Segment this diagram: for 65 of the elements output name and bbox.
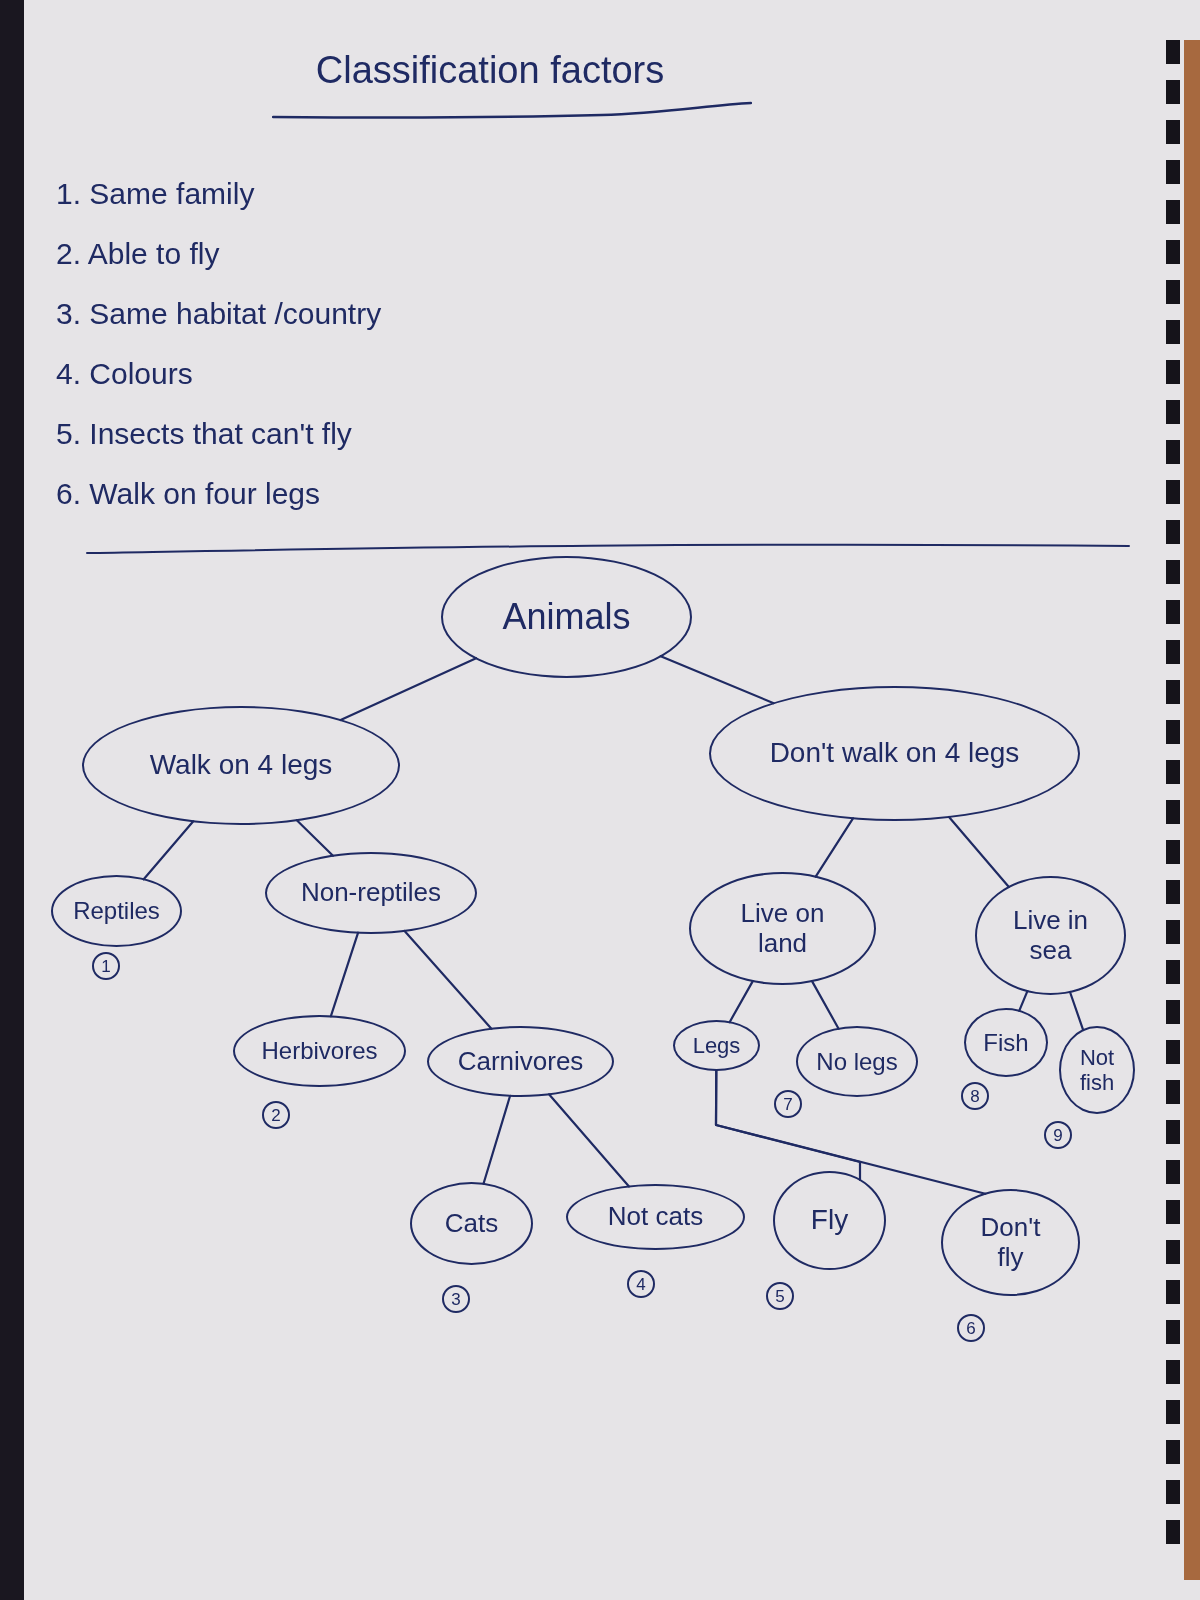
circled-number: 5 [766,1282,794,1310]
node-label: Not fish [1078,1044,1116,1096]
node-label: Fly [810,1204,849,1237]
node-label: Non-reptiles [300,878,442,908]
connector-line [339,657,478,722]
node-label: Walk on 4 legs [149,749,333,782]
ellipse-node [796,1026,918,1097]
ellipse-node [673,1020,760,1071]
connector-line [142,820,195,881]
connector-line [810,980,840,1030]
circled-number: 3 [442,1285,470,1313]
list-item: 1. Same family [56,176,256,212]
list-item: 5. Insects that can't fly [56,416,353,452]
circled-number: 9 [1044,1121,1072,1149]
circled-number: 2 [262,1101,290,1129]
connector-line [295,819,335,857]
ellipse-node [941,1189,1080,1296]
connector-line [482,1094,512,1185]
ellipse-node [964,1008,1048,1077]
connector-line [329,931,360,1018]
node-label: Reptiles [73,897,160,925]
ellipse-node [51,875,182,947]
node-label: Legs [692,1032,741,1059]
ellipse-node [689,872,876,985]
ellipse-node [265,852,477,934]
node-label: No legs [816,1047,898,1076]
node-label: Not cats [607,1202,704,1232]
diagram-title: Classification factors [314,48,666,93]
circled-number: 7 [774,1090,802,1118]
connector-line [714,1068,987,1195]
connector-line [403,929,493,1030]
ellipse-node [441,556,692,678]
node-label: Carnivores [457,1046,584,1077]
list-item: 3. Same habitat /country [56,296,382,332]
ellipse-node [709,686,1080,821]
node-label: Live in sea [1011,905,1090,966]
connector-line [659,655,775,705]
ellipse-node [1059,1026,1135,1114]
ellipse-node [975,876,1126,995]
node-label: Cats [444,1208,499,1239]
node-label: Don't walk on 4 legs [769,737,1020,770]
node-label: Herbivores [261,1037,378,1065]
list-item: 4. Colours [56,356,194,392]
connector-line [728,980,754,1024]
node-label: Animals [502,596,631,638]
ellipse-node [233,1015,406,1087]
ellipse-node [82,706,400,825]
list-item: 2. Able to fly [56,236,221,272]
circled-number: 8 [961,1082,989,1110]
circled-number: 1 [92,952,120,980]
ellipse-node [427,1026,614,1097]
connector-line [947,815,1010,889]
ellipse-node [773,1171,886,1270]
connector-line [1068,990,1085,1032]
node-label: Fish [983,1028,1029,1057]
connector-line [1018,990,1029,1012]
connector-line [547,1093,631,1188]
circled-number: 6 [957,1314,985,1342]
ellipse-node [410,1182,533,1265]
node-label: Don't fly [979,1212,1042,1273]
list-item: 6. Walk on four legs [56,476,321,512]
connector-line [814,817,855,878]
node-label: Live on land [739,898,826,959]
ellipse-node [566,1184,745,1250]
circled-number: 4 [627,1270,655,1298]
